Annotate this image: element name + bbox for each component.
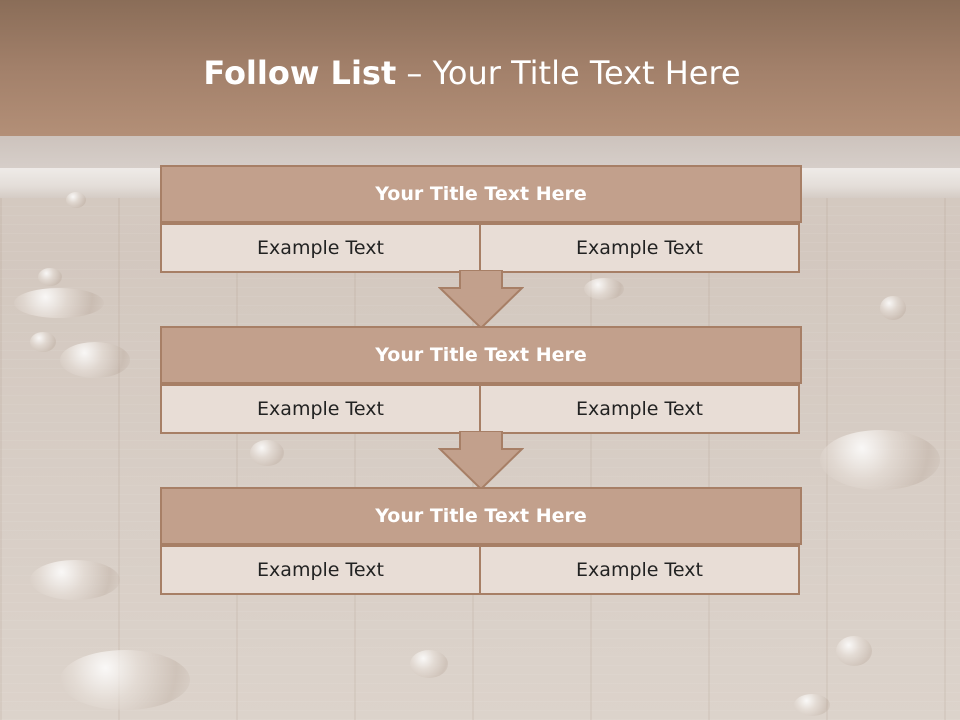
water-drop	[38, 268, 62, 286]
block-title: Your Title Text Here	[160, 326, 802, 384]
water-drop	[836, 636, 872, 666]
block-title: Your Title Text Here	[160, 487, 802, 545]
water-drop	[820, 430, 940, 490]
title-rest: Your Title Text Here	[432, 54, 741, 92]
block-cell-right: Example Text	[479, 545, 800, 595]
water-drop	[66, 192, 86, 208]
block-cell-right: Example Text	[479, 223, 800, 273]
water-drop	[30, 332, 56, 352]
water-drop	[60, 650, 190, 710]
block-cell-right: Example Text	[479, 384, 800, 434]
water-drop	[14, 288, 104, 318]
wall-background	[0, 136, 960, 168]
water-drop	[880, 296, 906, 320]
down-arrow-icon	[438, 270, 524, 330]
title-bold: Follow List	[203, 54, 397, 92]
block-title: Your Title Text Here	[160, 165, 802, 223]
down-arrow-icon	[438, 431, 524, 491]
water-drop	[584, 278, 624, 300]
water-drop	[30, 560, 120, 600]
slide-title: Follow List – Your Title Text Here	[0, 54, 944, 92]
title-dash: –	[396, 54, 433, 92]
title-band: Follow List – Your Title Text Here	[0, 0, 960, 136]
block-cell-left: Example Text	[160, 384, 481, 434]
water-drop	[794, 694, 830, 716]
block-cell-left: Example Text	[160, 545, 481, 595]
water-drop	[410, 650, 448, 678]
water-drop	[60, 342, 130, 378]
block-cell-left: Example Text	[160, 223, 481, 273]
water-drop	[250, 440, 284, 466]
